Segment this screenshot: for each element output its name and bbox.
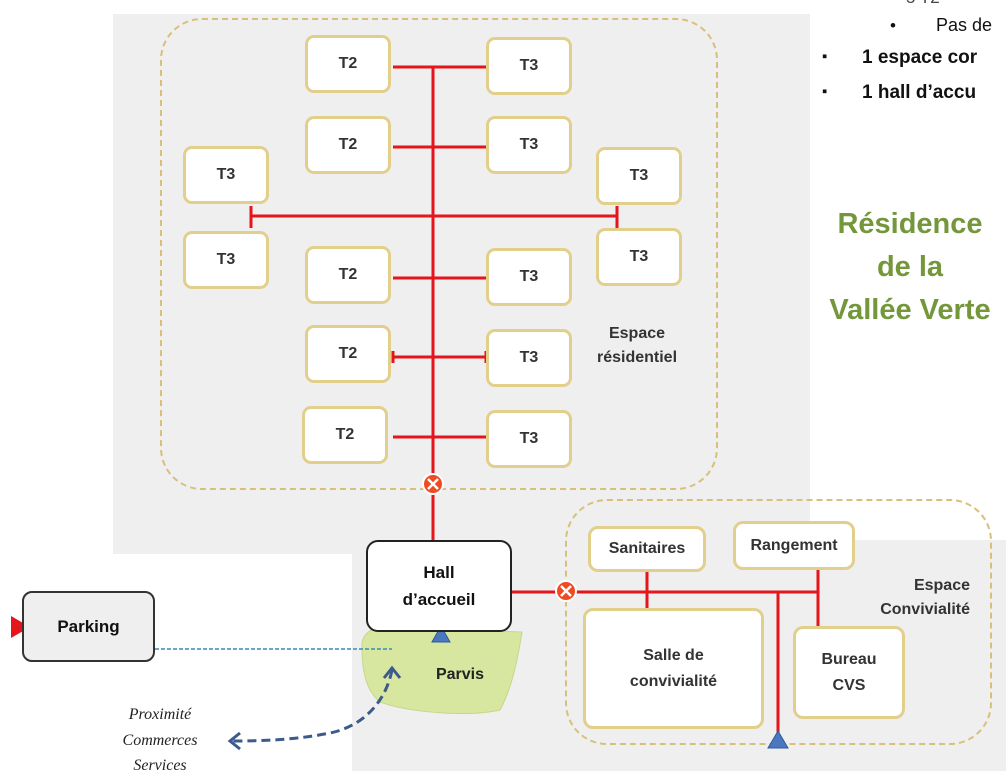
residence-title: Résidence de la Vallée Verte (812, 203, 1006, 332)
proximite-line-3: Services (133, 757, 187, 775)
residential-zone-label: Espace résidentiel (582, 322, 692, 370)
hall-accueil: Hall d’accueil (366, 540, 512, 632)
salle-line-2: convivialité (629, 672, 718, 690)
notes-panel: 5 T2 • Pas de ▪ 1 espace cor ▪ 1 hall d’… (810, 0, 1006, 115)
notes-bullet-3: ▪ (822, 48, 828, 65)
title-line-1: Résidence (837, 208, 983, 240)
notes-bullet-2: • (890, 16, 896, 35)
unit-t3: T3 (183, 146, 269, 204)
unit-t2: T2 (305, 246, 391, 304)
unit-t3: T3 (596, 147, 682, 205)
notes-line-4: 1 hall d’accu (862, 82, 977, 103)
title-line-2: de la (876, 250, 944, 283)
parking-entrance-icon (11, 616, 30, 638)
salle-convivialite-room: Salle de convivialité (583, 608, 764, 729)
arrow-head-down (227, 731, 241, 751)
hall-line-1: Hall (423, 562, 455, 582)
proximite-line-2: Commerces (122, 731, 198, 749)
fire-door-icon (422, 473, 444, 495)
rangement-room: Rangement (733, 521, 855, 570)
title-line-3: Vallée Verte (829, 293, 991, 326)
residential-label-line-2: résidentiel (596, 349, 678, 366)
sanitaires-room: Sanitaires (588, 526, 706, 572)
unit-t3: T3 (486, 116, 572, 174)
bureau-cvs-room: Bureau CVS (793, 626, 905, 719)
parvis-label: Parvis (435, 666, 485, 683)
unit-t3: T3 (486, 37, 572, 95)
proximite-label: Proximité Commerces Services (98, 702, 222, 779)
unit-t3: T3 (183, 231, 269, 289)
convivial-zone-label: Espace Convivialité (860, 574, 970, 622)
parking: Parking (22, 591, 155, 662)
hall-line-2: d’accueil (402, 590, 476, 609)
notes-line-1: 5 T2 (906, 0, 940, 8)
proximite-arrow (231, 669, 394, 743)
notes-bullet-4: ▪ (822, 83, 828, 100)
salle-line-1: Salle de (643, 646, 704, 664)
notes-line-3: 1 espace cor (862, 47, 978, 68)
arrow-head-up (382, 665, 402, 679)
convivial-label-line-2: Convivialité (880, 601, 970, 618)
unit-t2: T2 (305, 116, 391, 174)
unit-t3: T3 (596, 228, 682, 286)
unit-t3: T3 (486, 329, 572, 387)
notes-line-2: Pas de (936, 15, 993, 35)
unit-t2: T2 (305, 35, 391, 93)
bureau-line-1: Bureau (821, 650, 877, 668)
unit-t2: T2 (305, 325, 391, 383)
fire-door-icon (555, 580, 577, 602)
proximite-line-1: Proximité (128, 706, 192, 723)
residential-label-line-1: Espace (608, 325, 666, 342)
convivial-label-line-1: Espace (913, 577, 970, 594)
bureau-line-2: CVS (832, 676, 866, 694)
unit-t3: T3 (486, 410, 572, 468)
hall-entrance-icon (431, 624, 451, 643)
unit-t3: T3 (486, 248, 572, 306)
unit-t2: T2 (302, 406, 388, 464)
convivial-entrance-icon (767, 730, 789, 749)
